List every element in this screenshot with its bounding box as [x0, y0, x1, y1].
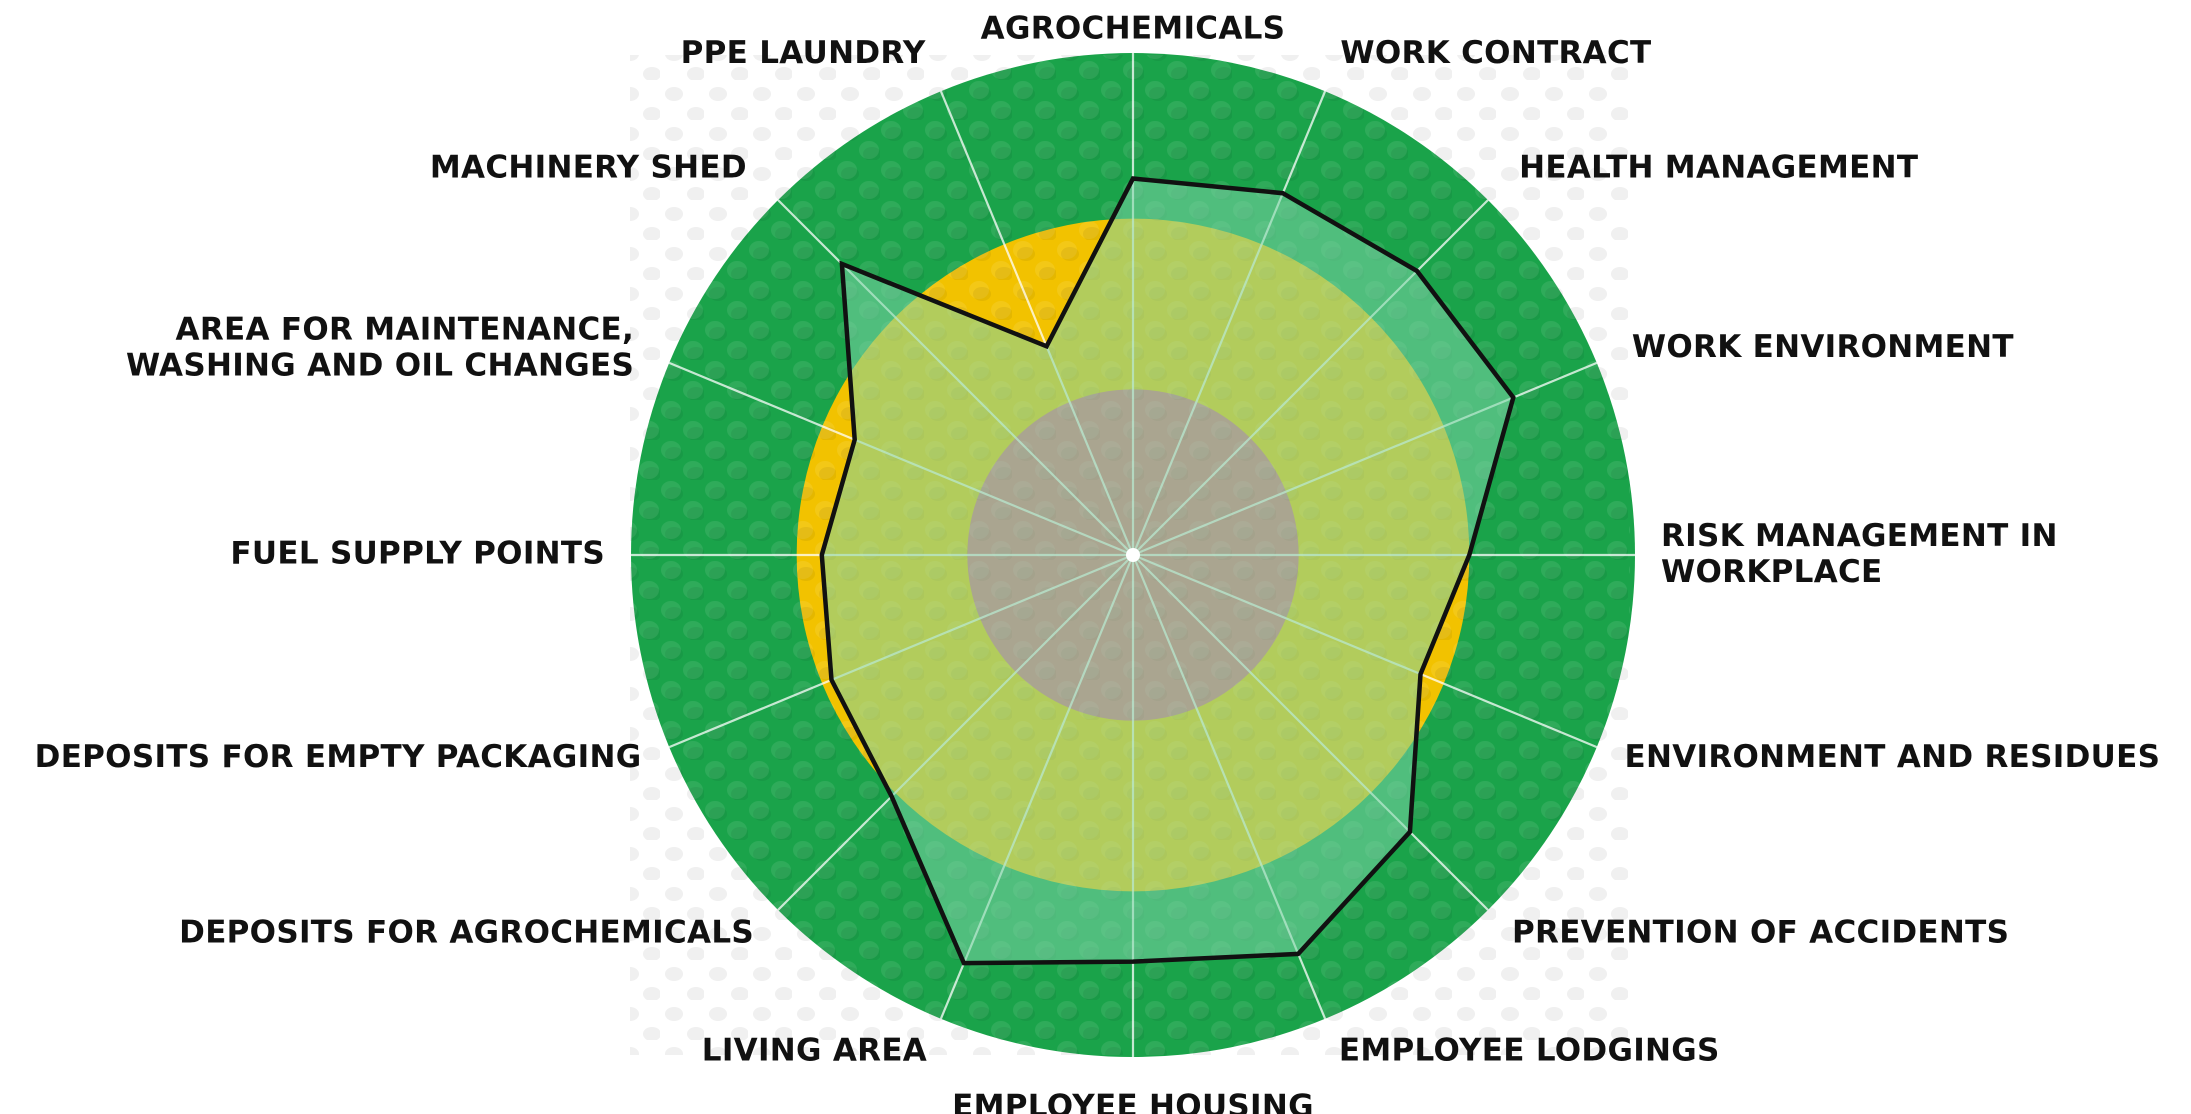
label-employee-lodgings: EMPLOYEE LODGINGS: [1339, 1033, 1720, 1069]
label-work-contract: WORK CONTRACT: [1340, 35, 1651, 71]
series-outline-0: [819, 176, 1516, 966]
series-area-0: [821, 178, 1514, 964]
label-prevention-of-accidents: PREVENTION OF ACCIDENTS: [1512, 915, 2009, 951]
label-employee-housing: EMPLOYEE HOUSING: [952, 1089, 1314, 1114]
label-deposits-for-empty-packaging: DEPOSITS FOR EMPTY PACKAGING: [35, 739, 642, 775]
label-area-for-maintenance-washing-and-oil-changes: AREA FOR MAINTENANCE,WASHING AND OIL CHA…: [126, 311, 634, 383]
label-deposits-for-agrochemicals: DEPOSITS FOR AGROCHEMICALS: [179, 915, 754, 951]
category-labels: AGROCHEMICALS WORK CONTRACT HEALTH MANAGEM…: [35, 11, 2161, 1114]
label-work-environment: WORK ENVIRONMENT: [1632, 329, 2014, 365]
label-fuel-supply-points: FUEL SUPPLY POINTS: [230, 536, 605, 572]
label-agrochemicals: AGROCHEMICALS: [981, 11, 1286, 47]
data-series: [819, 176, 1516, 966]
label-health-management: HEALTH MANAGEMENT: [1519, 149, 1918, 185]
label-ppe-laundry: PPE LAUNDRY: [681, 35, 926, 71]
label-environment-and-residues: ENVIRONMENT AND RESIDUES: [1625, 739, 2161, 775]
center-dot: [1126, 548, 1140, 562]
label-machinery-shed: MACHINERY SHED: [430, 149, 747, 185]
label-living-area: LIVING AREA: [702, 1033, 927, 1069]
